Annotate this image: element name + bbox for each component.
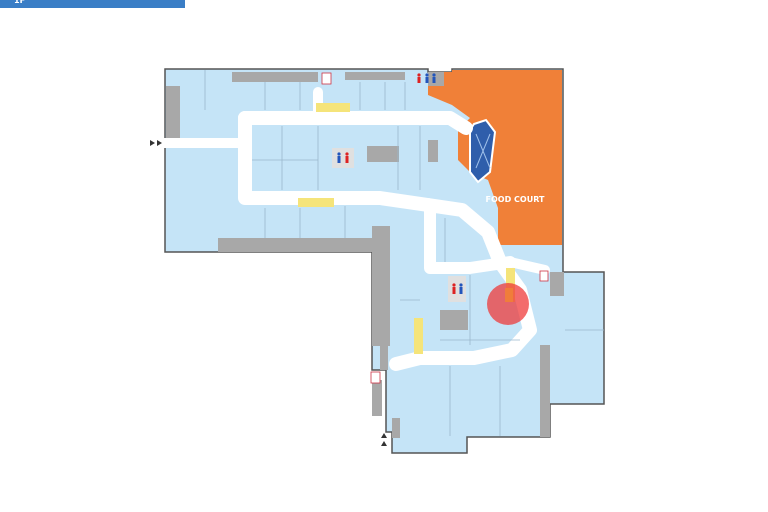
restroom-icon <box>417 73 436 83</box>
escalator-icon <box>298 198 334 207</box>
escalator-icon <box>316 103 350 112</box>
shop-partitions <box>204 70 604 436</box>
entrance-arrow-icon <box>381 441 387 446</box>
food-court[interactable]: FOOD COURT <box>428 70 562 245</box>
escalator-icon <box>414 318 423 354</box>
floor-tab-label: 1F <box>14 0 26 5</box>
elevator-icon <box>370 371 381 384</box>
restrooms[interactable] <box>332 73 466 302</box>
restroom-icon <box>332 148 354 168</box>
food-court-label: FOOD COURT <box>486 195 545 204</box>
entrance-arrow-icon <box>157 140 162 146</box>
elevator-icon <box>539 270 549 282</box>
floor-tab[interactable]: 1F <box>0 0 185 8</box>
entrance-arrow-icon <box>381 433 387 438</box>
current-location-marker[interactable] <box>487 283 529 325</box>
walkway <box>155 87 550 371</box>
elevators[interactable] <box>321 72 549 384</box>
elevator-icon <box>321 72 332 85</box>
entrance-arrow-icon <box>150 140 155 146</box>
restroom-icon <box>448 276 466 302</box>
entrances <box>150 140 387 446</box>
